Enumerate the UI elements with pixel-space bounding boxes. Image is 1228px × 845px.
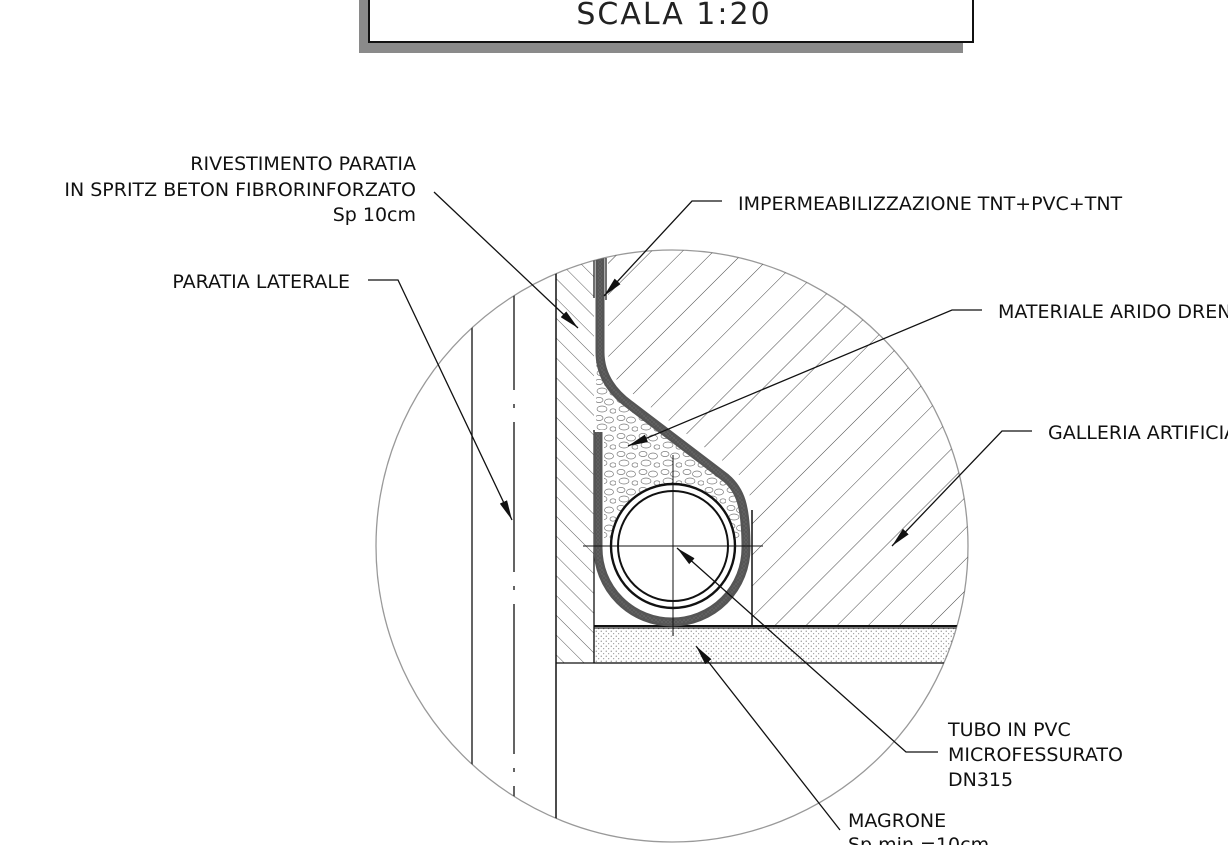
tubo-line-1: TUBO IN PVC bbox=[947, 719, 1071, 741]
label-impermeabilizzazione: IMPERMEABILIZZAZIONE TNT+PVC+TNT bbox=[603, 193, 1123, 297]
paratia-text: PARATIA LATERALE bbox=[172, 271, 350, 293]
label-materiale: MATERIALE ARIDO DRENANTE bbox=[627, 301, 1228, 447]
title-box: SCALA 1:20 bbox=[359, 0, 974, 53]
magrone-layer bbox=[593, 627, 968, 664]
magrone-line-1: MAGRONE bbox=[848, 810, 946, 832]
drainage-gravel bbox=[596, 260, 742, 540]
spritz-beton-lining bbox=[556, 250, 594, 663]
rivestimento-line-3: Sp 10cm bbox=[333, 204, 416, 226]
materiale-text: MATERIALE ARIDO DRENANTE bbox=[998, 301, 1228, 323]
label-magrone: MAGRONE Sp.min.=10cm bbox=[695, 645, 989, 845]
rivestimento-line-1: RIVESTIMENTO PARATIA bbox=[190, 153, 416, 175]
impermeabilizzazione-text: IMPERMEABILIZZAZIONE TNT+PVC+TNT bbox=[738, 193, 1123, 215]
label-tubo: TUBO IN PVC MICROFESSURATO DN315 bbox=[676, 547, 1123, 791]
label-paratia: PARATIA LATERALE bbox=[172, 271, 513, 521]
label-galleria: GALLERIA ARTIFICIALE bbox=[891, 422, 1228, 547]
rivestimento-line-2: IN SPRITZ BETON FIBRORINFORZATO bbox=[64, 179, 416, 201]
galleria-text: GALLERIA ARTIFICIALE bbox=[1048, 422, 1228, 444]
pvc-pipe bbox=[583, 455, 763, 636]
label-rivestimento: RIVESTIMENTO PARATIA IN SPRITZ BETON FIB… bbox=[64, 153, 579, 329]
tubo-line-2: MICROFESSURATO bbox=[948, 744, 1123, 766]
scale-title: SCALA 1:20 bbox=[576, 0, 771, 32]
detail-circle bbox=[375, 249, 969, 843]
magrone-line-2: Sp.min.=10cm bbox=[848, 834, 989, 845]
tubo-line-3: DN315 bbox=[948, 769, 1013, 791]
